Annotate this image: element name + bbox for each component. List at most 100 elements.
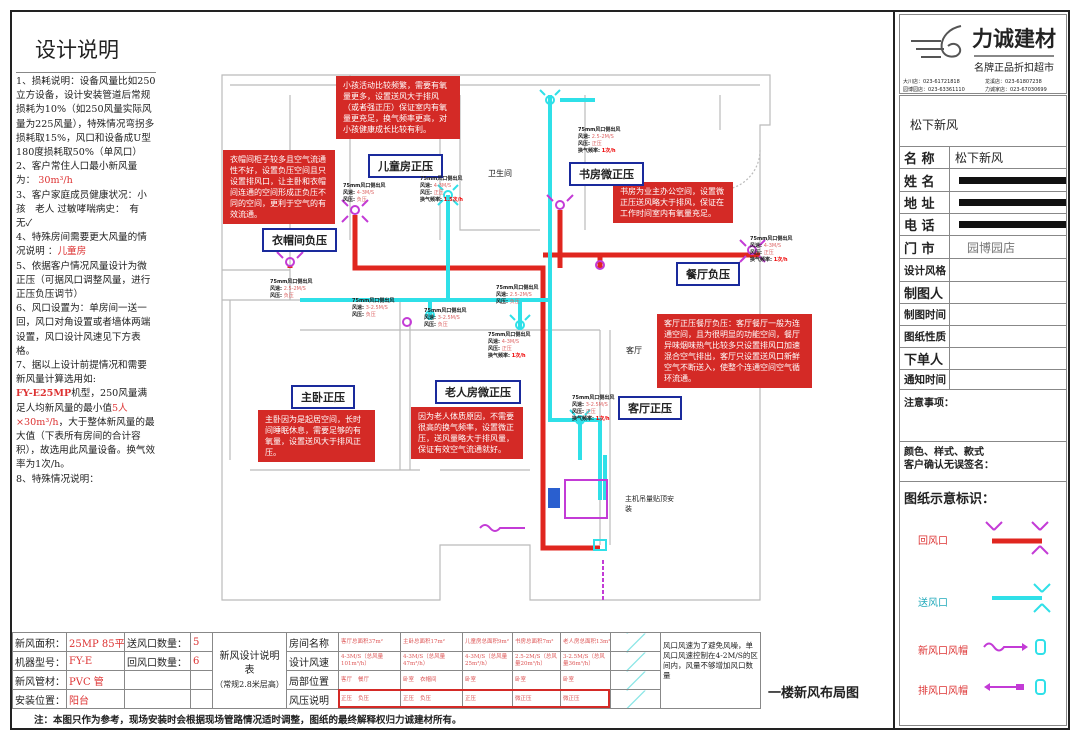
vent-speed: 4-3M/S: [501, 339, 520, 345]
table-value: 卧室: [515, 676, 527, 683]
table-cell: 客厅总面积37m²: [338, 632, 401, 652]
return-vents: [276, 194, 766, 327]
remarks-label: 注意事项：: [904, 398, 954, 409]
table-cell: 新风管材：: [12, 670, 67, 690]
table-cell: 老人房总面积13m²: [560, 632, 611, 652]
vent-title: 75mm风口侧出风: [750, 236, 793, 242]
supply-vents: [425, 89, 591, 425]
info-key: 设计风格: [900, 259, 950, 281]
legend: 图纸示意标识： 回风口 送风口 新风口风帽 排风口风帽: [899, 482, 1067, 726]
host-unit: [479, 479, 608, 600]
vent-rate-label: 换气频率:: [578, 148, 600, 154]
table-subtitle: （常规2.8米层高）: [215, 679, 284, 689]
vent-rate-label: 换气频率:: [488, 353, 510, 359]
vent-title: 75mm风口侧出风: [572, 395, 615, 401]
info-key: 地 址: [900, 192, 950, 213]
vent-speed: 3-2.5M/S: [365, 305, 388, 311]
table-value: 卧室: [403, 676, 415, 683]
label-child-room: 儿童房正压: [368, 154, 443, 178]
note-3: 3、客户家庭成员健康状况：小孩 老人 过敏哮喘病史： 有 无✓: [16, 189, 149, 230]
table-cell: 阳台: [66, 689, 125, 709]
note-4: 4、特殊房间需要更大风量的情况说明 ：: [16, 232, 147, 258]
callout-child-room: 小孩活动比较频繁，需要有氧量更多，设置送风大于排风（或者强正压）保证室内有氧量更…: [336, 76, 460, 139]
return-vent-icon: [985, 521, 1049, 555]
table-row: 安装位置：阳台风压说明正压负压正压负压正压微正压微正压: [12, 689, 761, 709]
legend-return: 回风口: [918, 536, 948, 547]
table-value: 客厅: [341, 676, 353, 683]
label-dining: 餐厅负压: [676, 262, 740, 286]
info-key: 通知时间: [900, 370, 950, 389]
vent-speed: 4-3M/S: [356, 190, 375, 196]
table-cell: 儿童房总面积9m²: [462, 632, 513, 652]
vent-pressure-label: 风压:: [496, 299, 508, 305]
info-row: 地 址: [899, 192, 1067, 214]
info-key: 制图时间: [900, 304, 950, 325]
note-7c: ，大于整体新风量的最大值（下表所有房间的合计容积），故选用此风量设备。换气效率为…: [16, 416, 156, 471]
table-title: 新风设计说明表 （常规2.8米层高）: [212, 632, 287, 709]
vent-rate: 1次/h: [773, 257, 788, 263]
table-cell: 4-3M/S（总风量101m³/h）: [338, 651, 401, 671]
info-row: 名 称松下新风: [899, 147, 1067, 169]
info-row: 制图人: [899, 282, 1067, 304]
table-cell: PVC 管: [66, 670, 125, 690]
vent-pressure-label: 风压:: [343, 197, 355, 203]
vent-speed: 3-2.5M/S: [437, 315, 460, 321]
label-elder-room: 老人房微正压: [435, 380, 521, 404]
info-key: 下单人: [900, 348, 950, 369]
vent-speed-label: 风速:: [496, 292, 508, 298]
table-value: 微正压: [515, 695, 532, 702]
store: 大川店：023-61721818: [903, 79, 960, 85]
callout-study: 书房为业主办公空间，设置微正压送风略大于排风，保证在工作时间室内有氧量充足。: [613, 182, 733, 223]
brand-name: 力诚建材: [972, 27, 1056, 51]
exhaust-cap-icon: [984, 679, 1046, 695]
vent-rate: 1.5次/h: [443, 197, 463, 203]
vent-speed: 3-2.5M/S: [585, 402, 608, 408]
vent-speed-label: 风速:: [572, 402, 584, 408]
vent-pressure: 负压: [437, 322, 448, 328]
design-notes: 1、损耗说明：设备风量比如250立方设备，设计安装管道后常规损耗为10%（如25…: [16, 72, 156, 487]
table-cell: 2.5-2M/S（总风量20m³/h）: [512, 651, 561, 671]
vent-speed: 4-3M/S: [433, 183, 452, 189]
vent-pressure-label: 风压:: [424, 322, 436, 328]
vent-speed: 2.5-2M/S: [591, 134, 614, 140]
table-row: 新风面积：25MP 85平方送风口数量：5新风设计说明表（常规2.8米层高）房间…: [12, 632, 761, 709]
min-airflow: 30m³/h: [38, 175, 73, 187]
info-row: 电 话: [899, 214, 1067, 236]
note-2: 2、客户常住人口最小新风量为：: [16, 161, 138, 187]
table-value: 衣帽间: [420, 676, 437, 683]
callout-master-bedroom: 主卧因为是起居空间，长时间睡眠休息，需要足够的有氧量，设置送风大于排风正压。: [258, 410, 375, 462]
vent-pressure: 负压: [365, 312, 376, 318]
table-title-text: 新风设计说明表: [219, 650, 280, 676]
redacted-bar: [959, 199, 1066, 206]
table-cell: 4-3M/S（总风量25m³/h）: [462, 651, 513, 671]
footnote: 注：本图只作为参考，现场安装时会根据现场管路情况适时调整，图纸的最终解释权归力诚…: [34, 715, 462, 726]
label-cloakroom: 衣帽间负压: [262, 228, 337, 252]
table-cell: 主卧总面积17m²: [400, 632, 463, 652]
brand-emblem-icon: [911, 25, 962, 58]
table-cell: [190, 689, 213, 709]
host-note: 主机吊量贴顶安装: [625, 495, 674, 513]
fresh-cap-icon: [983, 639, 1046, 655]
info-row: 姓 名: [899, 169, 1067, 192]
info-row: 门 市园博园店: [899, 236, 1067, 259]
vent-title: 75mm风口侧出风: [420, 176, 463, 182]
table-cell: 书房总面积7m²: [512, 632, 561, 652]
empty-cell: [610, 670, 661, 690]
people-airflow: 5人×30m³/h: [16, 402, 128, 428]
table-cell: 机器型号：: [12, 651, 67, 671]
table-cell: 5: [190, 632, 213, 652]
legend-title: 图纸示意标识：: [904, 492, 996, 507]
table-cell: 新风面积：: [12, 632, 67, 652]
note-1: 1、损耗说明：设备风量比如250立方设备，设计安装管道后常规损耗为10%（如25…: [16, 76, 156, 159]
vent-pressure-label: 风压:: [270, 293, 282, 299]
product-title: 松下新风: [910, 118, 959, 132]
